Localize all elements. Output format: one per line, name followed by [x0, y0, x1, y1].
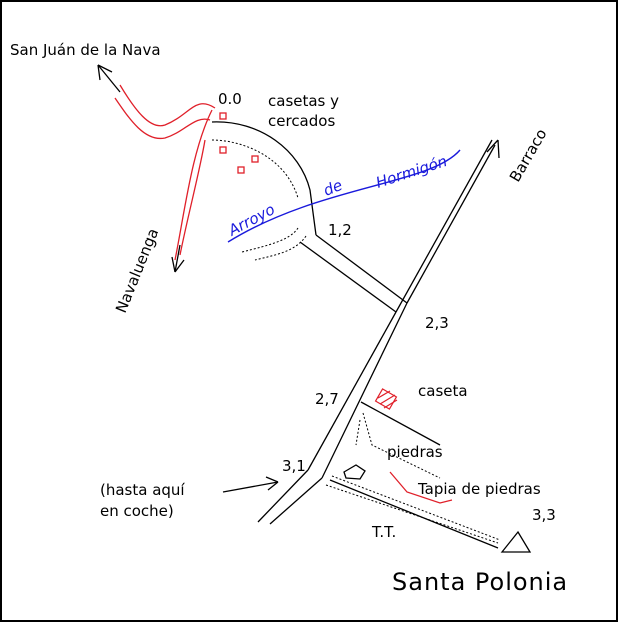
label-casetas-1: casetas y [268, 92, 339, 110]
red-route [114, 84, 216, 261]
label-tt: T.T. [371, 523, 396, 541]
label-distance-31: 3,1 [282, 457, 306, 475]
label-casetas-2: cercados [268, 112, 335, 130]
dotted-roads [211, 139, 501, 544]
label-distance-0: 0.0 [218, 90, 242, 108]
road-network [211, 121, 532, 553]
label-san-juan: San Juán de la Nava [10, 41, 161, 59]
river-line [227, 149, 461, 243]
label-distance-23: 2,3 [425, 314, 449, 332]
label-river-de: de [321, 176, 345, 200]
label-tapia: Tapia de piedras [417, 480, 541, 498]
label-distance-33: 3,3 [532, 506, 556, 524]
arrows [97, 64, 279, 493]
tapia-wall [389, 471, 453, 504]
barraco-arrow [486, 139, 500, 159]
label-coche-2: en coche) [100, 502, 174, 520]
caseta-building [374, 388, 398, 410]
map-title: Santa Polonia [392, 568, 568, 596]
casetas-buildings [219, 112, 259, 174]
label-piedras: piedras [387, 443, 443, 461]
label-distance-12: 1,2 [328, 221, 352, 239]
label-distance-27: 2,7 [315, 390, 339, 408]
label-caseta: caseta [418, 382, 468, 400]
label-coche-1: (hasta aquí [100, 481, 185, 499]
